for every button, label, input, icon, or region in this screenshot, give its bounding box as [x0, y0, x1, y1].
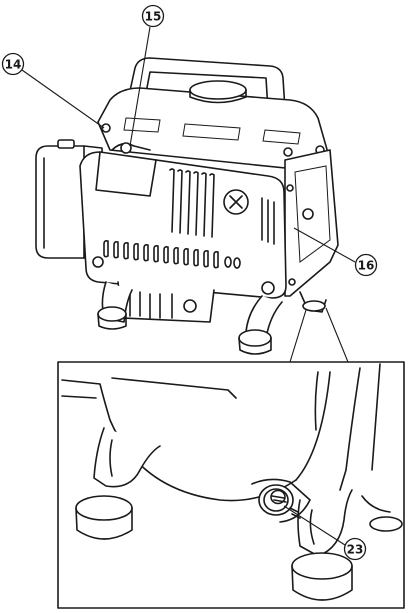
fuel-tank [97, 87, 331, 171]
panel-knob [302, 208, 314, 220]
generator-illustration [35, 57, 339, 355]
callout-16-label: 16 [358, 259, 375, 273]
housing-underside [61, 379, 297, 502]
inset-foot-right [291, 552, 353, 580]
right-vents [261, 197, 275, 245]
leader-14 [21, 69, 105, 129]
upper-vents [169, 168, 215, 238]
control-panel-recess [294, 165, 331, 263]
side-panel [284, 149, 339, 297]
inset-detail [57, 307, 405, 609]
callout-15: 15 [141, 4, 165, 28]
carry-handle [127, 57, 286, 111]
callout-23: 23 [343, 537, 367, 561]
callout-15-label: 15 [145, 10, 162, 24]
callout-16: 16 [354, 253, 378, 277]
inset-foot-left [75, 495, 133, 521]
engine-cover [79, 151, 287, 299]
inset-guide-right [325, 307, 349, 363]
inset-leg-right [297, 489, 353, 557]
fuel-cap [189, 80, 247, 100]
lower-vents [103, 240, 241, 269]
callout-23-label: 23 [347, 543, 364, 557]
callout-14-label: 14 [5, 58, 22, 72]
callout-14: 14 [1, 52, 25, 76]
leader-23 [283, 505, 346, 546]
inset-guide-left [289, 309, 307, 363]
leader-15 [129, 26, 151, 147]
drain-bolt [251, 478, 311, 523]
leader-16 [293, 227, 356, 263]
